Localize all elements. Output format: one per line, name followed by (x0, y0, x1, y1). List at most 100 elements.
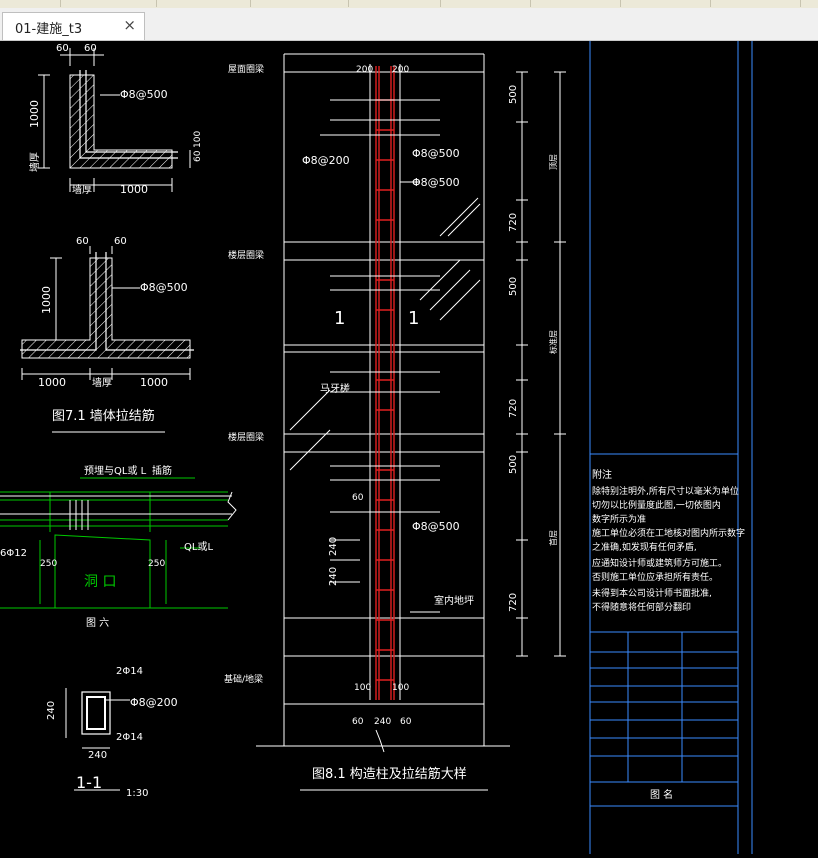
dim-60-left: 60 (56, 43, 69, 54)
section-rebar-200: Φ8@200 (130, 696, 178, 709)
title-block (589, 41, 753, 854)
opening-label: 洞 口 (84, 574, 116, 590)
rdim-720-c: 720 (508, 593, 519, 612)
col-dim-60: 60 (352, 493, 364, 503)
close-icon[interactable]: × (123, 16, 136, 34)
document-tab-label: 01-建施_t3 (15, 22, 83, 37)
level-standard: 标准层 (548, 330, 558, 354)
ribbon-button-6[interactable] (470, 0, 531, 7)
col-dim-240-bottom: 240 (374, 717, 391, 727)
right-dimension-chain (516, 71, 566, 657)
col-dim-240-a: 240 (328, 537, 339, 556)
lintel-rebar-6: 6Φ12 (0, 548, 27, 559)
dim-60-right: 60 (84, 43, 97, 54)
level-first: 首层 (548, 530, 558, 546)
t-dim-wall: 墙厚 (92, 376, 112, 389)
section-dim-240-vertical: 240 (46, 701, 57, 720)
lintel-label-embed: 预埋与QL或 L (84, 465, 147, 477)
column-tie-bars (320, 99, 440, 613)
dim-100-vertical: 100 (193, 131, 203, 148)
section-name: 1-1 (76, 773, 102, 792)
lintel-250-right: 250 (148, 559, 165, 569)
dim-wall-vertical: 墙厚 (28, 152, 41, 172)
col-dim-200-right: 200 (392, 65, 409, 75)
rdim-500-b: 500 (508, 277, 519, 296)
t-dim-1000-vertical: 1000 (40, 286, 53, 314)
t-rebar-label: Φ8@500 (140, 281, 188, 294)
document-tab-bar: 01-建施_t3 × (0, 8, 818, 41)
drawing-svg: 60 60 1000 墙厚 Φ8@500 墙厚 1000 60 100 60 6… (0, 41, 753, 854)
ribbon-button-3[interactable] (190, 0, 251, 7)
opening-lintel-detail (0, 477, 228, 609)
section-scale: 1:30 (126, 788, 148, 799)
ribbon-button-8[interactable] (650, 0, 711, 7)
section-dim-240-horizontal: 240 (88, 750, 107, 761)
notes-line-9: 不得随意将任何部分翻印 (592, 601, 691, 613)
dim-60-vertical: 60 (193, 150, 203, 162)
ribbon-button-9[interactable] (740, 0, 801, 7)
col-dim-60-bottom-left: 60 (352, 717, 364, 727)
notes-line-5: 之准确,如发现有任何矛盾, (592, 541, 697, 553)
col-rebar-500-c: Φ8@500 (412, 520, 460, 533)
rdim-500-c: 500 (508, 455, 519, 474)
col-dim-60-bottom-right: 60 (400, 717, 412, 727)
col-rebar-500-a: Φ8@500 (412, 147, 460, 160)
section-cut-left: 1 (334, 308, 345, 329)
rebar-label-1: Φ8@500 (120, 88, 168, 101)
section-2phi14-top: 2Φ14 (116, 666, 143, 677)
label-floor-beam-2: 楼层圈梁 (228, 431, 264, 443)
title-block-drawing-name: 图 名 (650, 788, 673, 801)
col-dim-100-left: 100 (354, 683, 371, 693)
ribbon-button-5[interactable] (380, 0, 441, 7)
notes-line-1: 除特别注明外,所有尺寸以毫米为单位 (592, 485, 739, 497)
t-dim-60-right: 60 (114, 236, 127, 247)
notes-line-8: 未得到本公司设计师书面批准, (592, 587, 712, 599)
rdim-500-a: 500 (508, 85, 519, 104)
col-dim-240-b: 240 (328, 567, 339, 586)
drawing-canvas[interactable]: 60 60 1000 墙厚 Φ8@500 墙厚 1000 60 100 60 6… (0, 41, 818, 854)
dim-wall-horizontal: 墙厚 (72, 183, 92, 196)
document-tab[interactable]: 01-建施_t3 × (2, 12, 145, 40)
t-dim-1000-left: 1000 (38, 376, 66, 389)
ribbon-button-4[interactable] (288, 0, 349, 7)
column-frame (256, 53, 510, 753)
dim-1000-horizontal: 1000 (120, 183, 148, 196)
l-wall-tie-detail (38, 48, 191, 192)
section-cut-right: 1 (408, 308, 419, 329)
ribbon-button-7[interactable] (560, 0, 621, 7)
notes-line-6: 应通知设计师或建筑师方可施工。 (592, 557, 727, 569)
level-top: 顶层 (549, 154, 558, 170)
ribbon-button-1[interactable] (0, 0, 61, 7)
t-wall-tie-detail (20, 246, 194, 433)
column-rebar-red (375, 66, 395, 700)
lintel-label-dowel: 插筋 (152, 464, 172, 477)
section-2phi14-bottom: 2Φ14 (116, 732, 143, 743)
col-rebar-200: Φ8@200 (302, 154, 350, 167)
notes-line-2: 切勿以比例量度此图,一切依图内 (592, 499, 721, 511)
notes-line-7: 否则施工单位应承担所有责任。 (592, 571, 718, 583)
dim-1000-vertical: 1000 (28, 100, 41, 128)
figure-8-1-caption: 图8.1 构造柱及拉结筋大样 (312, 766, 467, 782)
label-foundation: 基础/地梁 (224, 673, 263, 685)
label-roof-beam: 屋面圈梁 (228, 63, 264, 75)
col-dim-100-right: 100 (392, 683, 409, 693)
horse-tooth-label: 马牙槎 (320, 382, 350, 395)
lintel-250-left: 250 (40, 559, 57, 569)
notes-title: 附注 (592, 468, 612, 481)
ground-level-label: 室内地坪 (434, 594, 474, 607)
rdim-720-b: 720 (508, 399, 519, 418)
t-dim-60-left: 60 (76, 236, 89, 247)
col-rebar-500-b: Φ8@500 (412, 176, 460, 189)
t-dim-1000-right: 1000 (140, 376, 168, 389)
section-1-1 (65, 688, 130, 791)
lintel-ql-label: QL或L (184, 541, 213, 553)
col-dim-200-left: 200 (356, 65, 373, 75)
label-floor-beam-1: 楼层圈梁 (228, 249, 264, 261)
ribbon-button-2[interactable] (96, 0, 157, 7)
notes-line-3: 数字所示为准 (592, 513, 646, 525)
rdim-720-a: 720 (508, 213, 519, 232)
figure-7-1-caption: 图7.1 墙体拉结筋 (52, 408, 155, 424)
notes-line-4: 施工单位必须在工地核对图内所示数字 (592, 527, 745, 539)
lintel-rebar (0, 491, 237, 530)
